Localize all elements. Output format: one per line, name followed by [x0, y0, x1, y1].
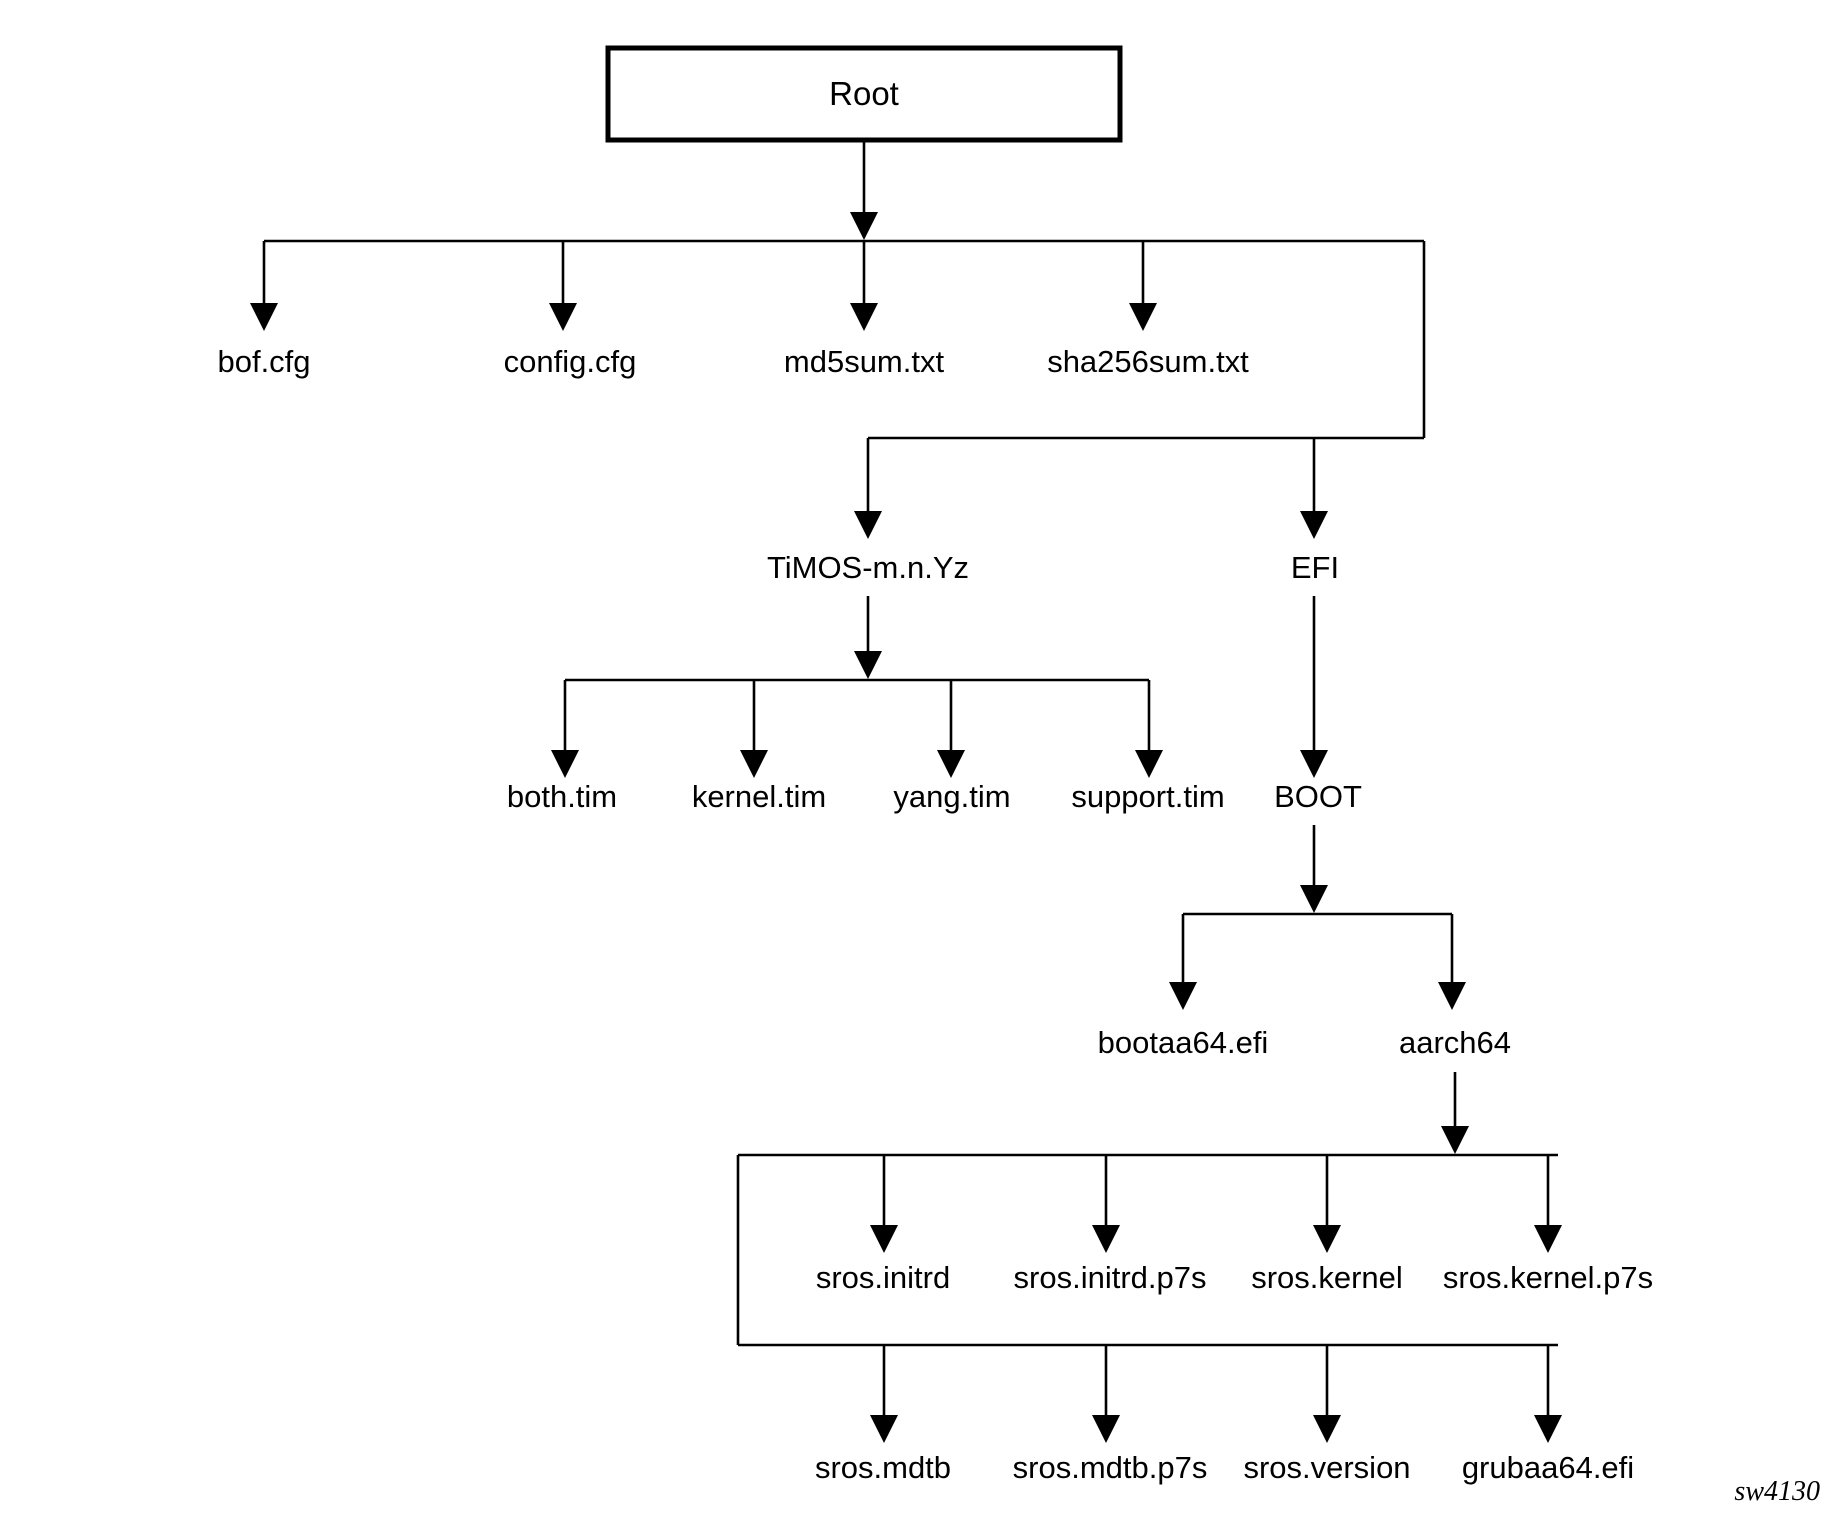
node-md5sum-txt: md5sum.txt [784, 344, 945, 379]
arrowhead-grubaa64-efi [1534, 1415, 1562, 1443]
node-boot-dir: BOOT [1274, 779, 1362, 814]
arrowhead-yang-tim [937, 750, 965, 778]
node-sros-initrd: sros.initrd [816, 1260, 950, 1295]
arrowhead-efi [1300, 511, 1328, 539]
root-label: Root [829, 75, 899, 112]
node-kernel-tim: kernel.tim [692, 779, 826, 814]
arrowhead-both-tim [551, 750, 579, 778]
node-sros-initrd-p7s: sros.initrd.p7s [1014, 1260, 1207, 1295]
arrowhead-sros-kernel [1313, 1225, 1341, 1253]
arrowhead-aarch64-to-bus5 [1441, 1126, 1469, 1154]
node-sros-version: sros.version [1243, 1450, 1410, 1485]
node-sros-mdtb-p7s: sros.mdtb.p7s [1013, 1450, 1208, 1485]
arrowhead-aarch64 [1438, 982, 1466, 1010]
node-timos-dir: TiMOS-m.n.Yz [767, 550, 969, 585]
node-efi-dir: EFI [1291, 550, 1339, 585]
node-yang-tim: yang.tim [893, 779, 1010, 814]
arrowhead-sros-mdtb-p7s [1092, 1415, 1120, 1443]
node-both-tim: both.tim [507, 779, 617, 814]
node-sros-kernel: sros.kernel [1251, 1260, 1403, 1295]
arrowhead-sros-initrd [870, 1225, 898, 1253]
arrowhead-sros-kernel-p7s [1534, 1225, 1562, 1253]
arrowhead-support-tim [1135, 750, 1163, 778]
arrowhead-bof-cfg [250, 303, 278, 331]
node-support-tim: support.tim [1071, 779, 1224, 814]
node-bootaa64-efi: bootaa64.efi [1098, 1025, 1269, 1060]
arrowhead-boot [1300, 750, 1328, 778]
node-aarch64-dir: aarch64 [1399, 1025, 1511, 1060]
arrowhead-config-cfg [549, 303, 577, 331]
root-box [605, 45, 1123, 143]
arrowhead-boot-to-bus4 [1300, 885, 1328, 913]
arrowhead-root-to-bus1 [850, 212, 878, 240]
node-sha256sum-txt: sha256sum.txt [1047, 344, 1249, 379]
node-sros-kernel-p7s: sros.kernel.p7s [1443, 1260, 1653, 1295]
arrowhead-timos-to-bus3 [854, 651, 882, 679]
arrowhead-bootaa64-efi [1169, 982, 1197, 1010]
node-sros-mdtb: sros.mdtb [815, 1450, 951, 1485]
arrowhead-sros-initrd-p7s [1092, 1225, 1120, 1253]
arrowhead-kernel-tim [740, 750, 768, 778]
node-bof-cfg: bof.cfg [217, 344, 310, 379]
node-grubaa64-efi: grubaa64.efi [1462, 1450, 1634, 1485]
arrowhead-sros-mdtb [870, 1415, 898, 1443]
figure-id-label: sw4130 [1734, 1476, 1820, 1507]
arrowhead-md5sum [850, 303, 878, 331]
arrowhead-timos [854, 511, 882, 539]
arrowhead-sros-version [1313, 1415, 1341, 1443]
node-config-cfg: config.cfg [504, 344, 637, 379]
arrowhead-sha256sum [1129, 303, 1157, 331]
